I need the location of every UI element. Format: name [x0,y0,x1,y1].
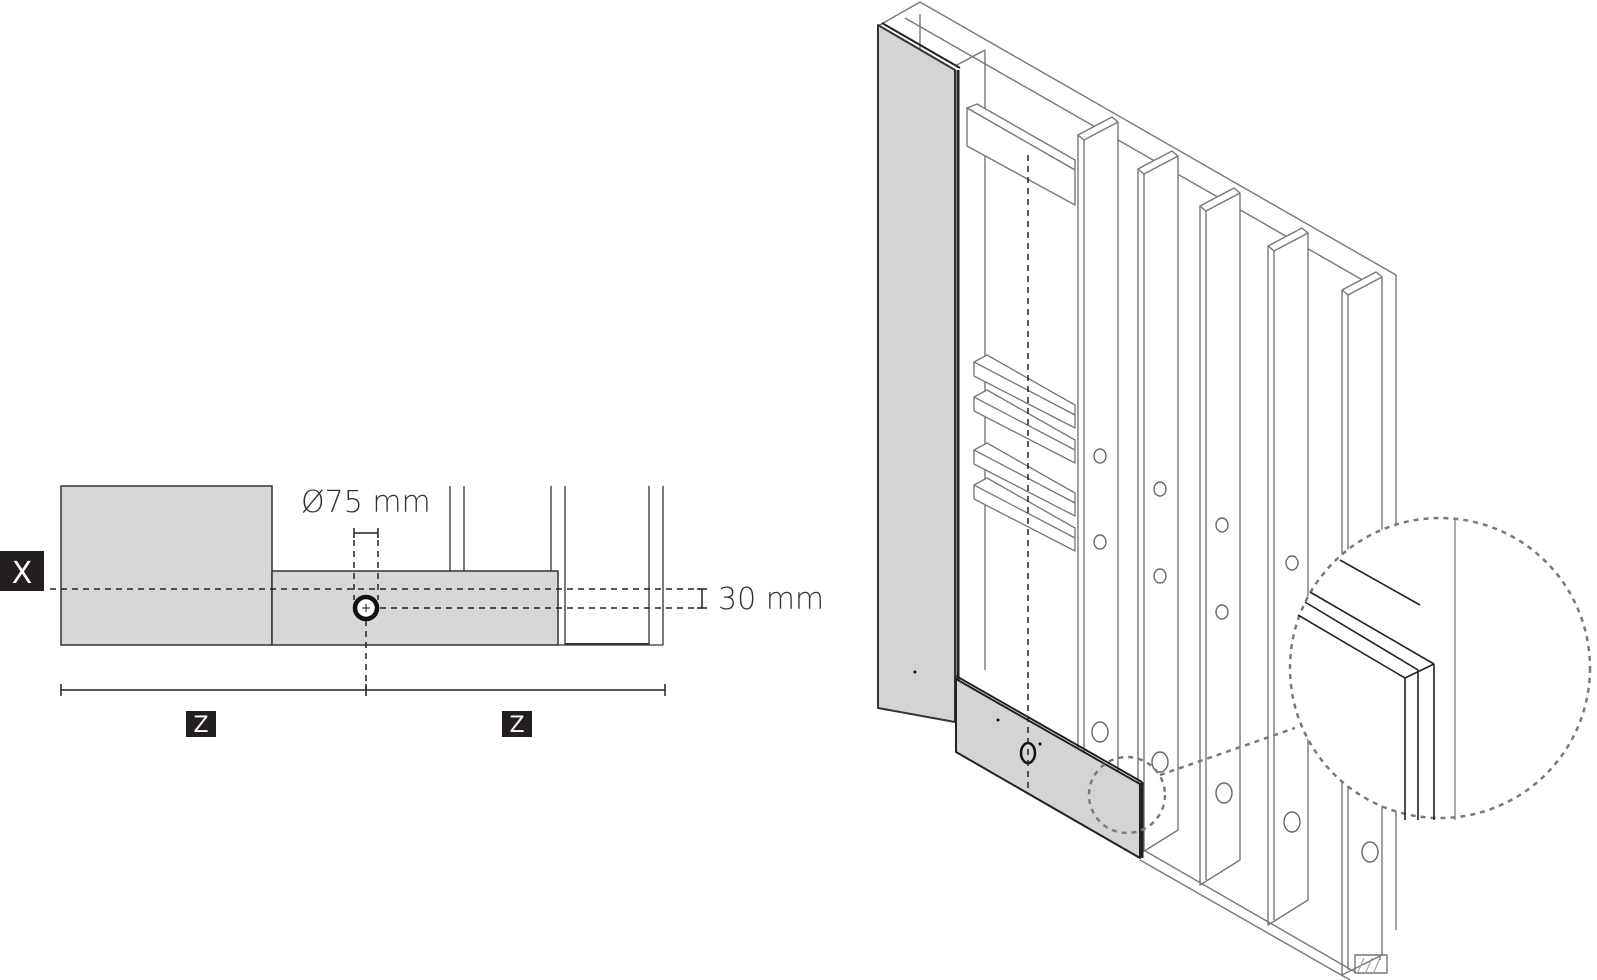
stud-holes [1091,448,1379,863]
diameter-label: Ø75 mm [301,485,431,520]
z-dimension-line [60,684,666,696]
bottom-plate [1139,847,1388,980]
isometric-view [877,1,1592,980]
plasterboard-lower [955,675,1144,859]
left-board [60,485,273,646]
dimension-guides [50,540,700,690]
studs [449,486,664,646]
offset-bracket [697,588,707,609]
x-tag: X [0,551,44,591]
plasterboard-vertical [877,22,961,723]
noggin [966,103,1076,206]
detail-callout [1087,516,1592,835]
svg-text:Z: Z [509,713,524,738]
z-tag-right: Z [502,711,532,738]
z-tag-left: Z [186,711,216,738]
svg-text:Z: Z [193,713,208,738]
detail-magnified [1297,520,1456,820]
diameter-bracket [353,528,379,538]
offset-label: 30 mm [718,582,824,617]
battens [973,354,1076,552]
svg-text:X: X [12,556,33,591]
elevation-view: Ø75 mm 30 mm X Z Z [0,485,824,738]
